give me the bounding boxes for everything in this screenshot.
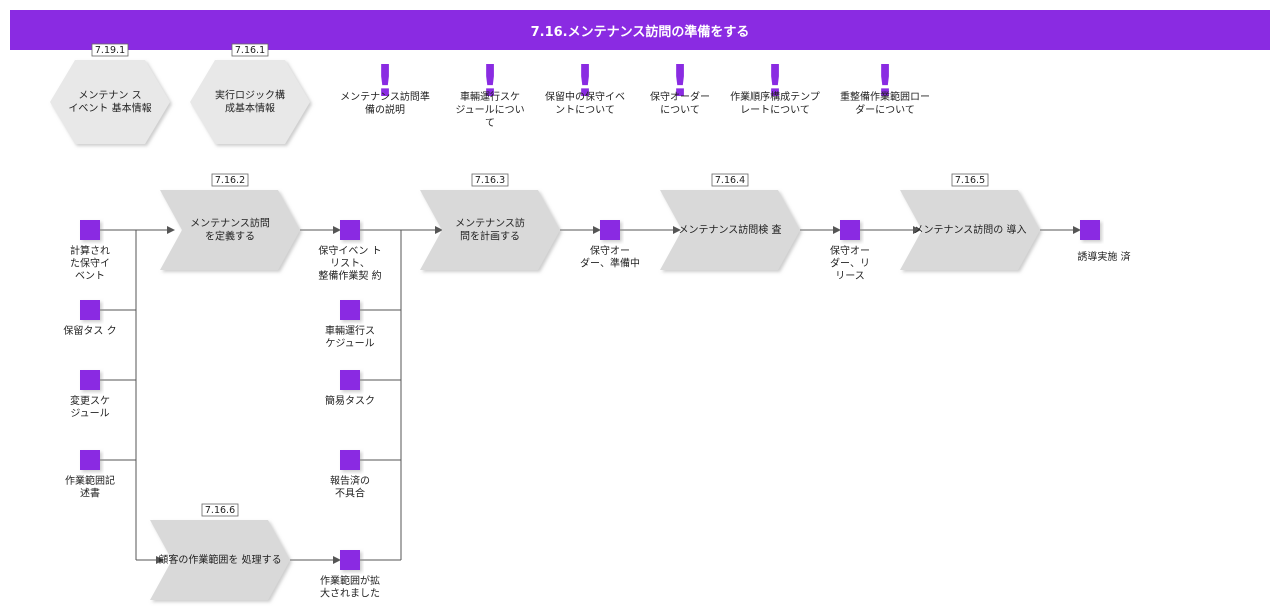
p-7166-number-box xyxy=(201,503,239,517)
p-7163-process-shape[interactable] xyxy=(420,190,560,270)
p-7162-number-box xyxy=(211,173,249,187)
hex-1-label: メンテナン ス xyxy=(78,90,141,102)
p-7162-label: メンテナンス訪問 xyxy=(190,217,270,230)
o-simple-object[interactable] xyxy=(340,370,360,390)
note-5-label: レートについて xyxy=(740,104,810,116)
o-expand-label: 作業範囲が拡 xyxy=(320,574,380,587)
o-hold-label: 保留タス ク xyxy=(63,324,116,337)
p-7163-label: メンテナンス訪 xyxy=(455,217,525,230)
note-6-label: ダーについて xyxy=(855,103,915,116)
o-report-object[interactable] xyxy=(340,450,360,470)
p-7163-label: 問を計画する xyxy=(460,230,520,243)
o-scope-object[interactable] xyxy=(80,450,100,470)
connectors xyxy=(100,226,1081,564)
p-7162-number: 7.16.2 xyxy=(215,175,245,186)
o-scope-label: 述書 xyxy=(80,487,100,500)
p-7163-number-box xyxy=(471,173,509,187)
p-7164-number-box xyxy=(711,173,749,187)
o-list-label: 整備作業契 約 xyxy=(318,269,381,282)
note-2-label: て xyxy=(485,118,495,129)
o-done-object[interactable] xyxy=(1080,220,1100,240)
p-7162-label: を定義する xyxy=(205,230,255,243)
p-7166-process-shape[interactable] xyxy=(150,520,290,600)
hex-1-label: イベント 基本情報 xyxy=(68,102,151,115)
o-release-label: 保守オー xyxy=(830,244,870,257)
note-1-exclamation-icon[interactable]: ! xyxy=(375,56,395,107)
p-7162-process-shape[interactable] xyxy=(160,190,300,270)
p-7166-label: 顧客の作業範囲を 処理する xyxy=(158,553,281,566)
p-7165-number-box xyxy=(951,173,989,187)
hex-1-number: 7.19.1 xyxy=(95,45,125,56)
o-scope-label: 作業範囲記 xyxy=(65,474,115,487)
note-6-label: 重整備作業範囲ロー xyxy=(840,90,930,103)
o-report-label: 不具合 xyxy=(335,487,365,500)
o-expand-label: 大されました xyxy=(320,587,380,600)
o-sched-label: ケジュール xyxy=(325,338,374,350)
o-list-label: リスト、 xyxy=(330,259,370,270)
o-simple-label: 簡易タスク xyxy=(325,394,375,407)
hex-2-label: 実行ロジック構 xyxy=(215,89,285,102)
note-3-exclamation-icon[interactable]: ! xyxy=(575,56,595,107)
o-expand-object[interactable] xyxy=(340,550,360,570)
note-2-label: ジュールについ xyxy=(455,104,524,116)
o-release-object[interactable] xyxy=(840,220,860,240)
o-sched-label: 車輛運行ス xyxy=(325,324,375,337)
note-3-label: ントについて xyxy=(555,104,615,116)
o-release-label: ダー、リ xyxy=(830,257,870,270)
p-7164-label: メンテナンス訪問検 査 xyxy=(679,223,782,236)
note-5-exclamation-icon[interactable]: ! xyxy=(765,56,785,107)
o-prep-label: ダー、準備中 xyxy=(580,257,640,270)
p-7165-number: 7.16.5 xyxy=(955,175,985,186)
note-2-exclamation-icon[interactable]: ! xyxy=(480,56,500,107)
note-2-label: 車輛運行スケ xyxy=(460,90,520,103)
o-calc-label: た保守イ xyxy=(70,257,110,270)
hex-2-number: 7.16.1 xyxy=(235,45,265,56)
o-change-object[interactable] xyxy=(80,370,100,390)
o-sched-object[interactable] xyxy=(340,300,360,320)
note-4-label: について xyxy=(660,104,700,116)
hex-2-number-box xyxy=(231,43,269,57)
diagram-title: 7.16.メンテナンス訪問の準備をする xyxy=(10,10,1270,50)
o-prep-object[interactable] xyxy=(600,220,620,240)
o-list-object[interactable] xyxy=(340,220,360,240)
hex-2-label: 成基本情報 xyxy=(225,102,275,115)
o-prep-label: 保守オー xyxy=(590,244,630,257)
p-7165-process-shape[interactable] xyxy=(900,190,1040,270)
o-done-label: 誘導実施 済 xyxy=(1077,250,1130,263)
note-1-label: メンテナンス訪問準 xyxy=(340,90,430,103)
note-5-label: 作業順序構成テンプ xyxy=(730,90,820,103)
hex-1-number-box xyxy=(91,43,129,57)
o-change-label: 変更スケ xyxy=(70,394,110,407)
p-7164-process-shape[interactable] xyxy=(660,190,800,270)
o-calc-object[interactable] xyxy=(80,220,100,240)
hex-2-shape[interactable] xyxy=(190,60,310,144)
p-7165-label: メンテナンス訪問の 導入 xyxy=(914,223,1027,236)
note-6-exclamation-icon[interactable]: ! xyxy=(875,56,895,107)
hex-1-shape[interactable] xyxy=(50,60,170,144)
o-calc-label: 計算され xyxy=(70,244,110,257)
note-1-label: 備の説明 xyxy=(365,103,405,116)
o-release-label: リース xyxy=(835,271,865,282)
p-7163-number: 7.16.3 xyxy=(475,175,505,186)
o-list-label: 保守イベン ト xyxy=(318,244,381,257)
note-4-exclamation-icon[interactable]: ! xyxy=(670,56,690,107)
note-4-label: 保守オーダー xyxy=(650,90,710,103)
p-7164-number: 7.16.4 xyxy=(715,175,745,186)
o-report-label: 報告済の xyxy=(330,474,370,487)
o-hold-object[interactable] xyxy=(80,300,100,320)
p-7166-number: 7.16.6 xyxy=(205,505,235,516)
o-calc-label: ベント xyxy=(75,270,105,282)
note-3-label: 保留中の保守イベ xyxy=(545,90,625,103)
o-change-label: ジュール xyxy=(70,409,109,420)
